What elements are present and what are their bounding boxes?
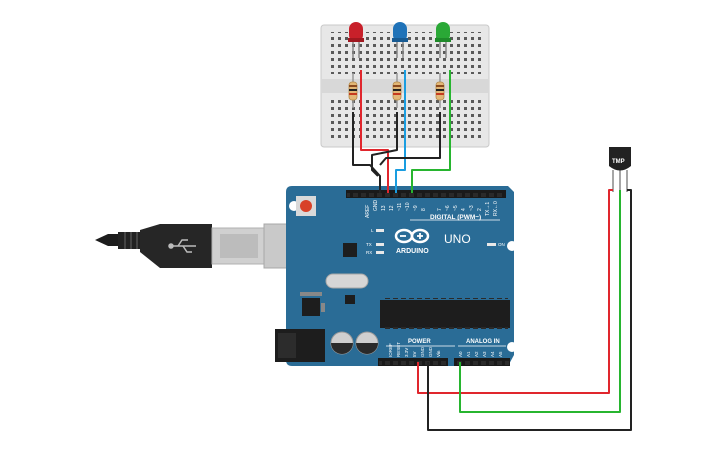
- microcontroller-chip: [380, 298, 510, 330]
- digital-pin-labels: AREF GND 13 12 ~11 ~10 ~9 8 7 ~6 ~5 4 ~3…: [365, 200, 499, 219]
- svg-text:A3: A3: [482, 351, 487, 357]
- resistor-blue[interactable]: [392, 73, 402, 108]
- svg-text:IOREF: IOREF: [388, 343, 393, 357]
- arduino-logo-icon: [394, 228, 430, 244]
- led-l: [376, 229, 384, 232]
- l-label: L: [371, 228, 374, 233]
- led-tx: [376, 243, 384, 246]
- svg-text:TX→1: TX→1: [485, 202, 491, 216]
- svg-text:A4: A4: [490, 351, 495, 357]
- svg-text:~10: ~10: [405, 202, 411, 211]
- power-pin-labels: IOREF RESET 3.3V 5V GND GND Vin: [388, 342, 441, 357]
- svg-text:GND: GND: [373, 200, 379, 212]
- mount-hole: [507, 342, 517, 352]
- on-led: [487, 243, 496, 246]
- power-label: POWER: [408, 339, 431, 345]
- led-green[interactable]: [435, 22, 451, 58]
- svg-text:7: 7: [437, 208, 443, 211]
- svg-text:13: 13: [381, 205, 387, 211]
- brand-label: ARDUINO: [396, 248, 429, 255]
- wires: [352, 70, 632, 431]
- resistor-green[interactable]: [435, 73, 445, 108]
- rx-label: RX: [366, 250, 372, 255]
- svg-text:A1: A1: [466, 351, 471, 357]
- svg-text:~11: ~11: [397, 203, 403, 211]
- svg-text:Vin: Vin: [436, 350, 441, 357]
- led-blue[interactable]: [392, 22, 408, 58]
- wire-sensor-ground[interactable]: [427, 189, 632, 431]
- svg-text:GND: GND: [428, 346, 433, 357]
- svg-text:GND: GND: [420, 346, 425, 357]
- wire-sensor-power[interactable]: [417, 189, 613, 394]
- power-jack[interactable]: [275, 329, 325, 362]
- crystal: [325, 273, 369, 289]
- svg-text:RESET: RESET: [396, 342, 401, 357]
- voltage-regulator: [302, 298, 320, 316]
- wire-ground[interactable]: [352, 112, 381, 193]
- wire-green-led[interactable]: [411, 70, 451, 193]
- svg-text:8: 8: [421, 208, 427, 211]
- svg-text:AREF: AREF: [365, 205, 371, 218]
- svg-text:4: 4: [461, 208, 467, 211]
- wire-ground[interactable]: [371, 112, 398, 177]
- svg-text:A0: A0: [458, 351, 463, 357]
- svg-text:RX←0: RX←0: [493, 201, 499, 216]
- temperature-sensor[interactable]: TMP: [609, 147, 631, 192]
- svg-text:~5: ~5: [453, 205, 459, 211]
- usb-chip: [343, 243, 357, 257]
- on-label: ON: [498, 242, 505, 247]
- svg-text:~3: ~3: [469, 205, 475, 211]
- wire-sensor-signal[interactable]: [459, 190, 621, 413]
- arduino-uno-board[interactable]: AREF GND 13 12 ~11 ~10 ~9 8 7 ~6 ~5 4 ~3…: [275, 186, 517, 366]
- svg-text:3.3V: 3.3V: [404, 348, 409, 357]
- usb-icon: [168, 239, 196, 253]
- svg-text:5V: 5V: [412, 351, 417, 357]
- wire-red-led[interactable]: [360, 70, 389, 193]
- reset-button[interactable]: [296, 196, 316, 216]
- mount-hole: [507, 241, 517, 251]
- led-rx: [376, 251, 384, 254]
- svg-text:2: 2: [477, 208, 483, 211]
- digital-label: DIGITAL (PWM~): [430, 214, 481, 221]
- svg-text:12: 12: [389, 205, 395, 211]
- analog-label: ANALOG IN: [466, 339, 500, 345]
- sensor-label: TMP: [612, 159, 625, 165]
- svg-text:A2: A2: [474, 351, 479, 357]
- tx-label: TX: [366, 242, 372, 247]
- resistor-red[interactable]: [348, 73, 358, 108]
- svg-text:A5: A5: [498, 351, 503, 357]
- model-label: UNO: [444, 232, 471, 246]
- wire-ground[interactable]: [379, 112, 441, 166]
- capacitor: [330, 331, 354, 355]
- small-chip: [345, 295, 355, 304]
- led-red[interactable]: [348, 22, 364, 58]
- wire-blue-led[interactable]: [395, 70, 406, 193]
- analog-pin-labels: A0 A1 A2 A3 A4 A5: [458, 351, 503, 357]
- svg-text:~6: ~6: [445, 205, 451, 211]
- capacitor: [355, 331, 379, 355]
- svg-text:~9: ~9: [413, 205, 419, 211]
